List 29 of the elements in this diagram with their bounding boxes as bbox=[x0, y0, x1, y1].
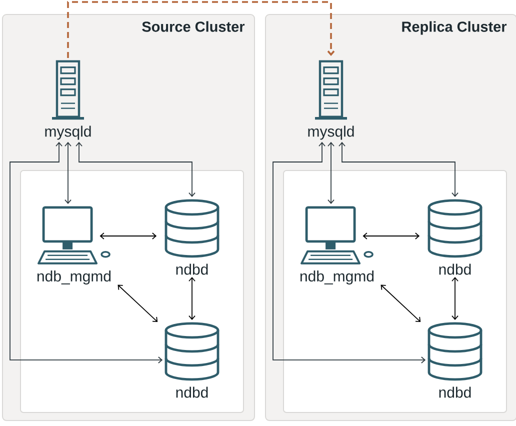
arrow bbox=[272, 142, 426, 364]
arrow bbox=[452, 276, 458, 320]
node-label: ndbd bbox=[176, 264, 208, 275]
arrow bbox=[10, 142, 163, 364]
node-label: ndbd bbox=[439, 386, 471, 398]
arrow bbox=[380, 284, 421, 322]
node-label: ndb_mgmd bbox=[37, 270, 111, 285]
dashed-arrow bbox=[67, 1, 335, 58]
database-node: ndbd bbox=[164, 322, 220, 398]
computer-node: ndb_mgmd bbox=[300, 206, 374, 284]
arrow bbox=[362, 232, 420, 240]
computer-node: ndb_mgmd bbox=[37, 206, 111, 284]
node-label: ndbd bbox=[439, 264, 471, 275]
arrow bbox=[100, 232, 157, 240]
server-node: mysqld bbox=[308, 60, 354, 140]
database-node: ndbd bbox=[428, 322, 482, 398]
arrow bbox=[76, 142, 196, 197]
arrow bbox=[188, 276, 196, 320]
node-label: ndbd bbox=[176, 386, 208, 398]
database-node: ndbd bbox=[164, 199, 220, 275]
node-label: ndb_mgmd bbox=[300, 270, 374, 285]
arrow bbox=[338, 142, 458, 197]
server-node: mysqld bbox=[45, 60, 91, 140]
node-label: mysqld bbox=[45, 126, 91, 140]
arrow bbox=[64, 142, 72, 204]
arrow bbox=[328, 142, 334, 204]
arrow bbox=[118, 284, 158, 322]
database-node: ndbd bbox=[428, 199, 482, 275]
node-label: mysqld bbox=[308, 126, 354, 140]
